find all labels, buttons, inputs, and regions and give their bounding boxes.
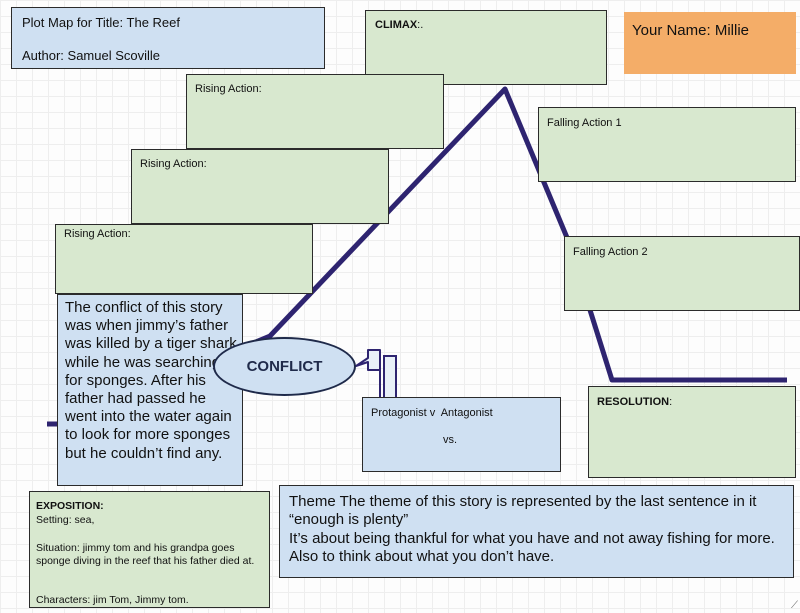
falling-action-1-box[interactable]: Falling Action 1 <box>538 107 796 182</box>
rising-action-label: Rising Action: <box>195 83 262 95</box>
climax-box[interactable]: CLIMAX:. <box>365 10 607 85</box>
conflict-arrow-shaft <box>383 355 397 397</box>
conflict-description-box[interactable]: The conflict of this story was when jimm… <box>57 294 243 486</box>
climax-label-suffix: :. <box>417 19 424 31</box>
climax-label-text: CLIMAX <box>375 19 418 31</box>
exposition-situation: Situation: jimmy tom and his grandpa goe… <box>36 542 255 567</box>
plot-map-title: Plot Map for Title: The Reef <box>22 15 180 30</box>
resolution-label-suffix: : <box>669 396 673 408</box>
title-box[interactable]: Plot Map for Title: The Reef Author: Sam… <box>11 7 325 69</box>
rising-action-label: Rising Action: <box>140 158 207 170</box>
theme-text-line1: Theme The theme of this story is represe… <box>289 493 757 528</box>
rising-action-box-2[interactable]: Rising Action: <box>131 149 389 224</box>
protagonist-antagonist-label: Protagonist v Antagonist <box>371 407 493 419</box>
theme-text-line2: It’s about being thankful for what you h… <box>289 530 775 565</box>
resolution-label: RESOLUTION: <box>597 396 672 408</box>
exposition-characters: Characters: jim Tom, Jimmy tom. <box>36 594 189 606</box>
conflict-ellipse[interactable]: CONFLICT <box>213 337 356 396</box>
rising-action-box-3[interactable]: Rising Action: <box>186 74 444 149</box>
conflict-arrow <box>355 349 381 399</box>
author-label: Author: Samuel Scoville <box>22 48 161 63</box>
your-name-label: Your Name: Millie <box>632 22 749 39</box>
resize-handle-icon[interactable]: ⟋ <box>791 600 798 611</box>
conflict-label: CONFLICT <box>246 358 323 375</box>
conflict-description-text: The conflict of this story was when jimm… <box>65 299 237 462</box>
rising-action-box-1[interactable]: Rising Action: <box>55 224 313 294</box>
falling-action-2-label: Falling Action 2 <box>573 246 648 258</box>
exposition-setting: Setting: sea, <box>36 514 95 526</box>
exposition-label: EXPOSITION: <box>36 500 104 512</box>
climax-label: CLIMAX:. <box>375 19 423 31</box>
falling-action-2-box[interactable]: Falling Action 2 <box>564 236 800 311</box>
theme-box[interactable]: Theme The theme of this story is represe… <box>279 485 794 578</box>
resolution-box[interactable]: RESOLUTION: <box>588 386 796 478</box>
rising-action-label: Rising Action: <box>64 228 131 240</box>
exposition-box[interactable]: EXPOSITION: Setting: sea, Situation: jim… <box>29 491 270 608</box>
protagonist-antagonist-box[interactable]: Protagonist v Antagonist vs. <box>362 397 561 472</box>
versus-label: vs. <box>443 434 458 446</box>
falling-action-1-label: Falling Action 1 <box>547 117 622 129</box>
resolution-label-text: RESOLUTION <box>597 396 670 408</box>
name-box[interactable]: Your Name: Millie <box>624 12 796 74</box>
